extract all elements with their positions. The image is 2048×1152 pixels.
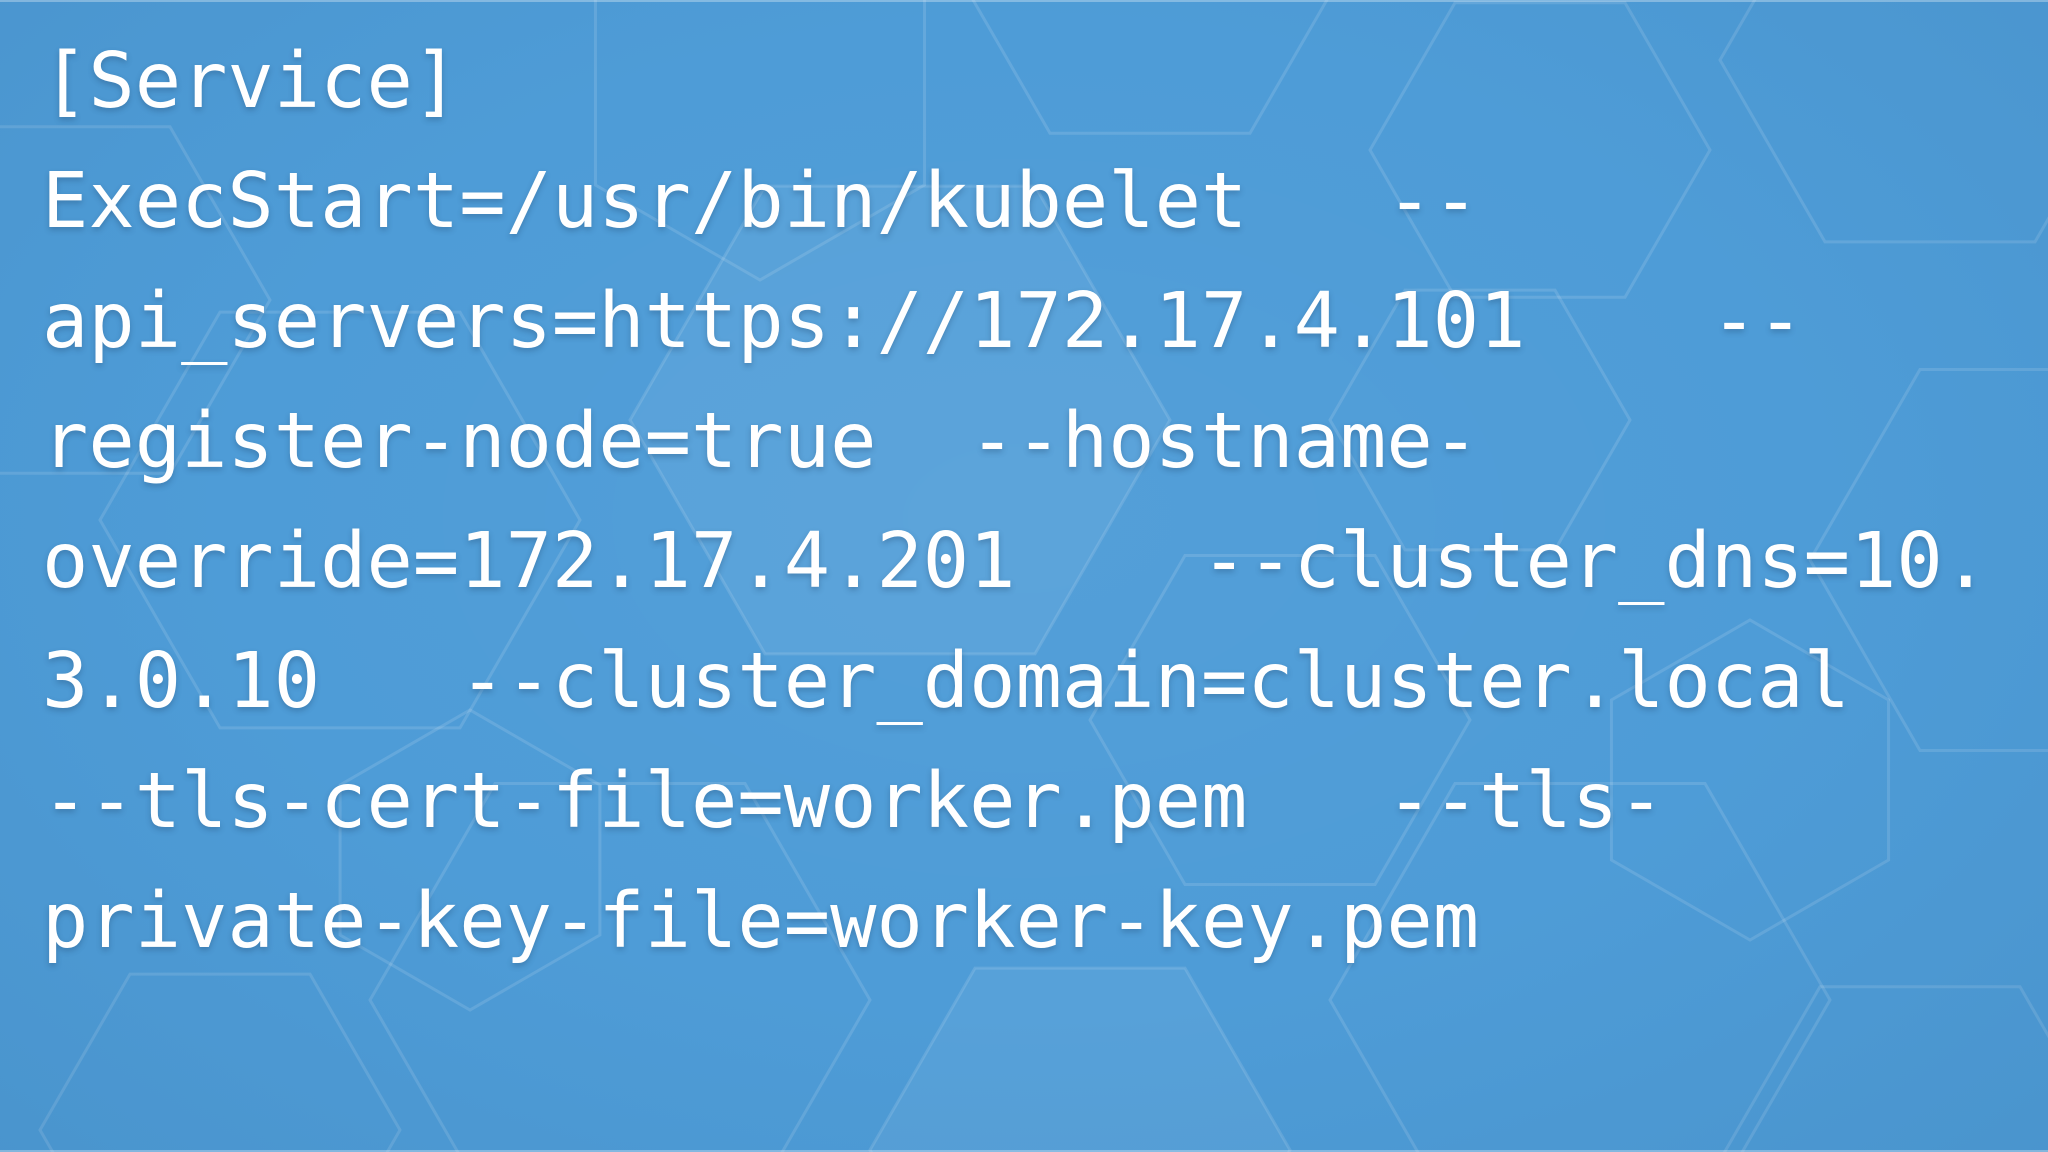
top-edge-hairline xyxy=(0,0,2048,2)
service-config-text: [Service] ExecStart=/usr/bin/kubelet -- … xyxy=(42,37,1990,966)
bottom-edge-hairline xyxy=(0,1150,2048,1152)
